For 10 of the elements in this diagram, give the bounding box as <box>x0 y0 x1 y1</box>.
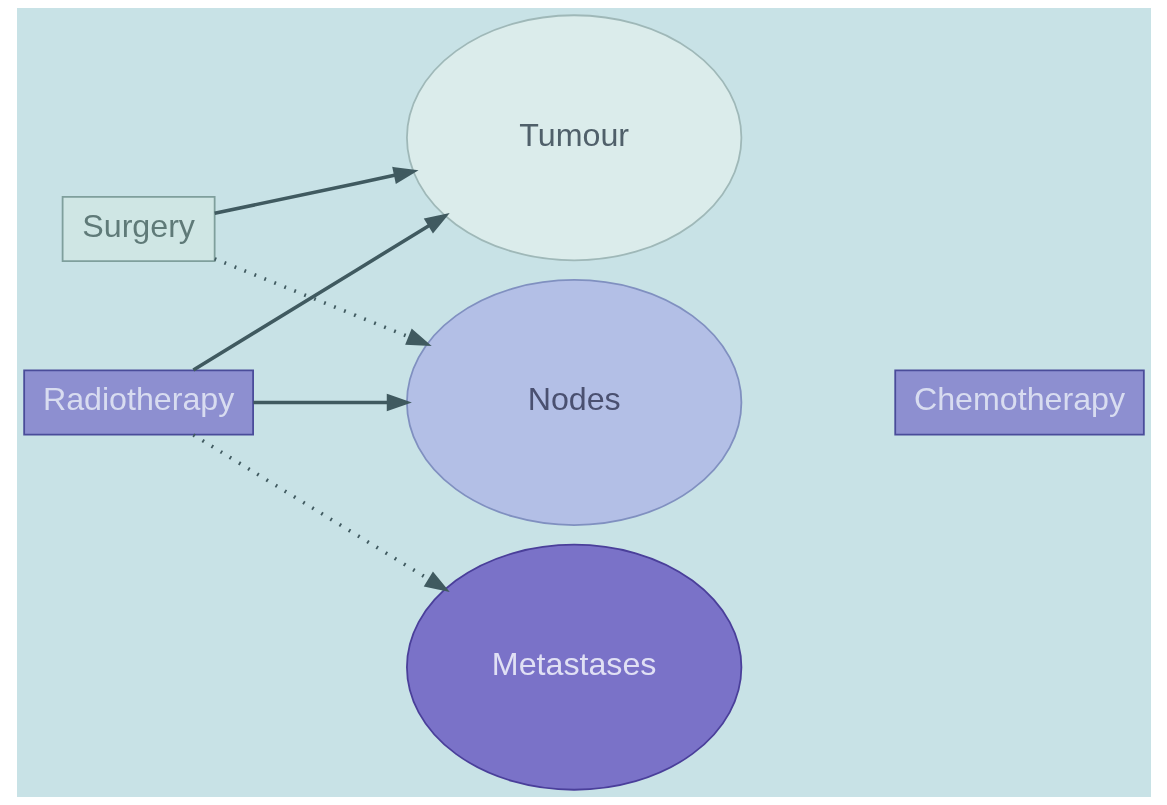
arrow <box>252 393 412 412</box>
arrow <box>191 212 450 372</box>
node-ellipse: Metastases <box>405 543 742 791</box>
arrow <box>213 257 432 346</box>
node-box: Radiotherapy <box>22 369 254 436</box>
arrow <box>191 433 450 593</box>
node-box: Surgery <box>61 195 216 263</box>
node-ellipse: Tumour <box>405 14 742 262</box>
node-box: Chemotherapy <box>893 369 1145 436</box>
arrow <box>213 166 419 216</box>
